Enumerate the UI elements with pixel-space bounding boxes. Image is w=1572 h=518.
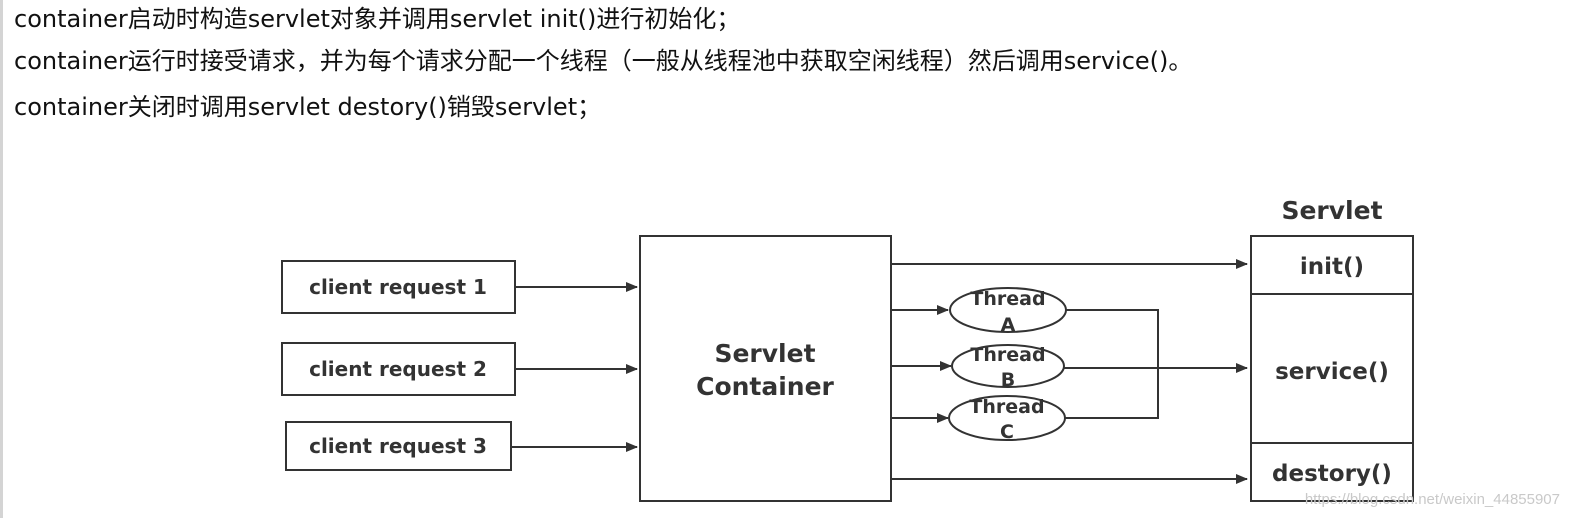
client-request-3-label: client request 3 xyxy=(309,434,487,458)
servlet-title: Servlet xyxy=(1281,196,1382,225)
client-request-3: client request 3 xyxy=(285,421,512,471)
thread-a-letter: A xyxy=(1001,314,1016,336)
thread-c-letter: C xyxy=(1000,421,1014,443)
thread-b-letter: B xyxy=(1001,369,1015,391)
description-text: container启动时构造servlet对象并调用servlet init()… xyxy=(14,0,1554,130)
servlet-container-label-2: Container xyxy=(696,372,834,401)
thread-a-label: Thread xyxy=(970,288,1045,310)
thread-c: Thread C xyxy=(948,395,1066,443)
client-request-2: client request 2 xyxy=(281,342,516,396)
servlet-destroy-label: destory() xyxy=(1272,461,1392,487)
thread-a: Thread A xyxy=(949,287,1067,336)
servlet-init-label: init() xyxy=(1300,254,1364,280)
thread-b: Thread B xyxy=(951,344,1065,391)
left-border xyxy=(0,0,3,518)
thread-c-label: Thread xyxy=(969,396,1044,418)
servlet-container: Servlet Container xyxy=(639,235,892,502)
servlet-container-label-1: Servlet xyxy=(714,339,815,368)
watermark-text: https://blog.csdn.net/weixin_44855907 xyxy=(1304,491,1560,508)
client-request-1: client request 1 xyxy=(281,260,516,314)
client-request-1-label: client request 1 xyxy=(309,275,487,299)
text-line-destroy: container关闭时调用servlet destory()销毁servlet… xyxy=(14,93,602,121)
servlet-box: Servlet init() service() destory() xyxy=(1250,196,1414,502)
text-line-service: container运行时接受请求，并为每个请求分配一个线程（一般从线程池中获取空… xyxy=(14,47,1193,75)
client-request-2-label: client request 2 xyxy=(309,357,487,381)
thread-b-label: Thread xyxy=(970,344,1045,366)
text-line-init: container启动时构造servlet对象并调用servlet init()… xyxy=(14,5,741,33)
servlet-service-label: service() xyxy=(1275,359,1389,385)
